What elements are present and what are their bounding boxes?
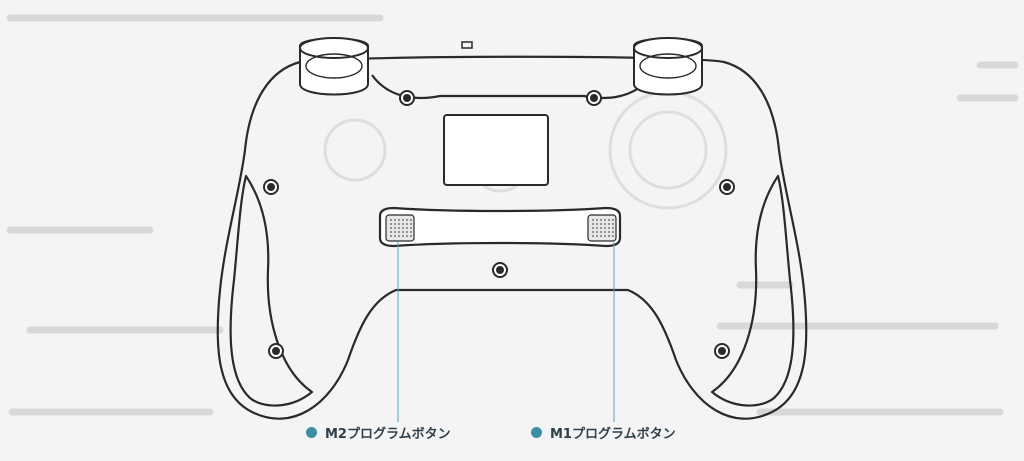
controller-body [216, 55, 808, 420]
m2-button [385, 214, 415, 242]
m1-callout: M1プログラムボタン [531, 422, 676, 442]
m2-callout: M2プログラムボタン [306, 422, 451, 442]
screws [263, 90, 735, 359]
screw-bottom-right [714, 343, 730, 359]
right-trigger [633, 37, 703, 96]
left-trigger [299, 37, 369, 96]
m2-bullet-icon [306, 426, 317, 438]
left-grip-panel [229, 174, 314, 407]
screw-bottom-left [268, 343, 284, 359]
screw-top-right [586, 90, 602, 106]
m2-callout-label: M2プログラムボタン [325, 426, 451, 442]
back-paddle-bar [378, 206, 622, 248]
controller-outline [216, 55, 808, 420]
screw-top-left [399, 90, 415, 106]
m1-bullet-icon [531, 426, 542, 438]
right-grip-panel [710, 174, 795, 407]
screw-mid-right [719, 179, 735, 195]
m1-button [587, 214, 617, 242]
usb-port [461, 41, 473, 49]
screw-center [492, 262, 508, 278]
m1-callout-label: M1プログラムボタン [550, 426, 676, 442]
background-bleed-through [6, 14, 1019, 416]
screw-mid-left [263, 179, 279, 195]
label-plate [443, 114, 549, 186]
